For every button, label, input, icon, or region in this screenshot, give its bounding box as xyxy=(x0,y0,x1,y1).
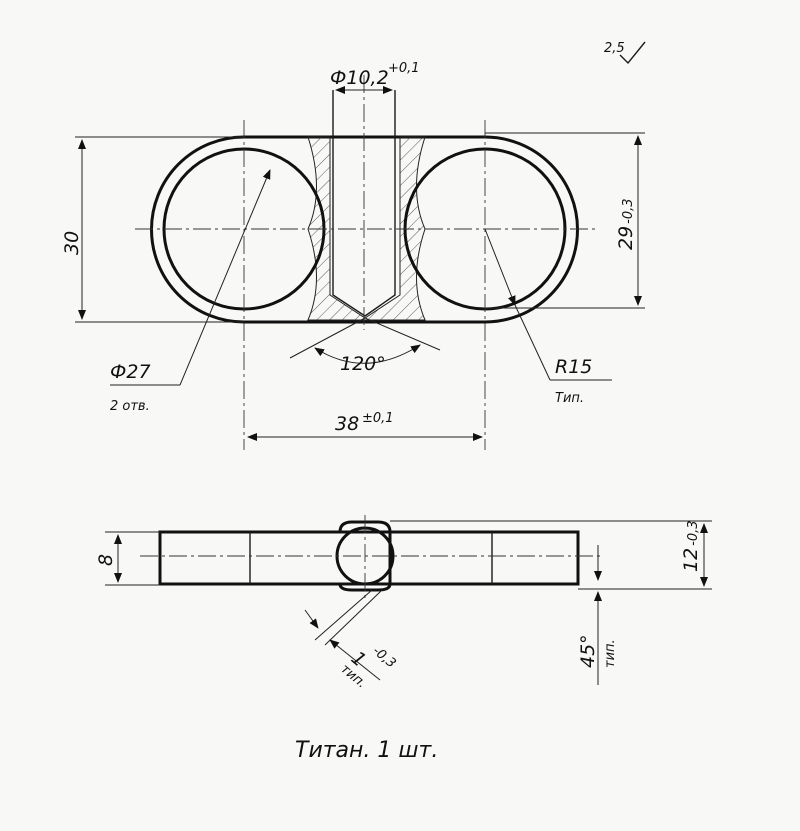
thickness-dim: 8 xyxy=(95,554,117,566)
roughness-symbol: 2,5 xyxy=(604,41,646,65)
bore xyxy=(332,90,396,317)
roughness-value: 2,5 xyxy=(604,41,625,56)
side-body xyxy=(158,530,580,586)
angle-dim: 45° xyxy=(577,634,599,668)
dimensions-top: 30 29 -0,3 Ф10,2 +0,1 Ф27 2 отв. 120° R15… xyxy=(61,61,645,441)
inner-height-tol: -0,3 xyxy=(621,198,636,223)
total-thickness-tol: -0,3 xyxy=(686,520,701,545)
hole-count: 2 отв. xyxy=(110,399,150,414)
drill-angle-dim: 120° xyxy=(340,353,386,375)
center-distance-tol: ±0,1 xyxy=(362,411,394,426)
total-thickness-dim: 12 xyxy=(680,548,702,572)
inner-height-dim: 29 xyxy=(615,226,637,250)
outer-contour xyxy=(150,135,579,324)
hatched-section xyxy=(307,136,426,321)
chamfer-tol: -0,3 xyxy=(369,644,398,672)
height-dim: 30 xyxy=(61,231,83,255)
top-view xyxy=(135,75,595,450)
radius-note: Тип. xyxy=(555,391,584,406)
svg-text:29-0,3: 29 -0,3 xyxy=(615,198,637,250)
bore-diameter-dim: Ф10,2 xyxy=(330,67,389,89)
material-note: Титан. 1 шт. xyxy=(295,738,438,763)
svg-text:12-0,3: 12 -0,3 xyxy=(680,520,702,572)
angle-note: тип. xyxy=(603,639,618,668)
chamfer-note: тип. xyxy=(337,662,369,692)
radius-dim: R15 xyxy=(555,356,592,378)
side-view: 8 12-0,3 45° тип. 1 -0,3 тип. xyxy=(95,515,712,691)
center-distance-dim: 38 xyxy=(335,413,359,435)
hole-diameter-dim: Ф27 xyxy=(110,361,151,383)
bore-tol: +0,1 xyxy=(388,61,420,76)
